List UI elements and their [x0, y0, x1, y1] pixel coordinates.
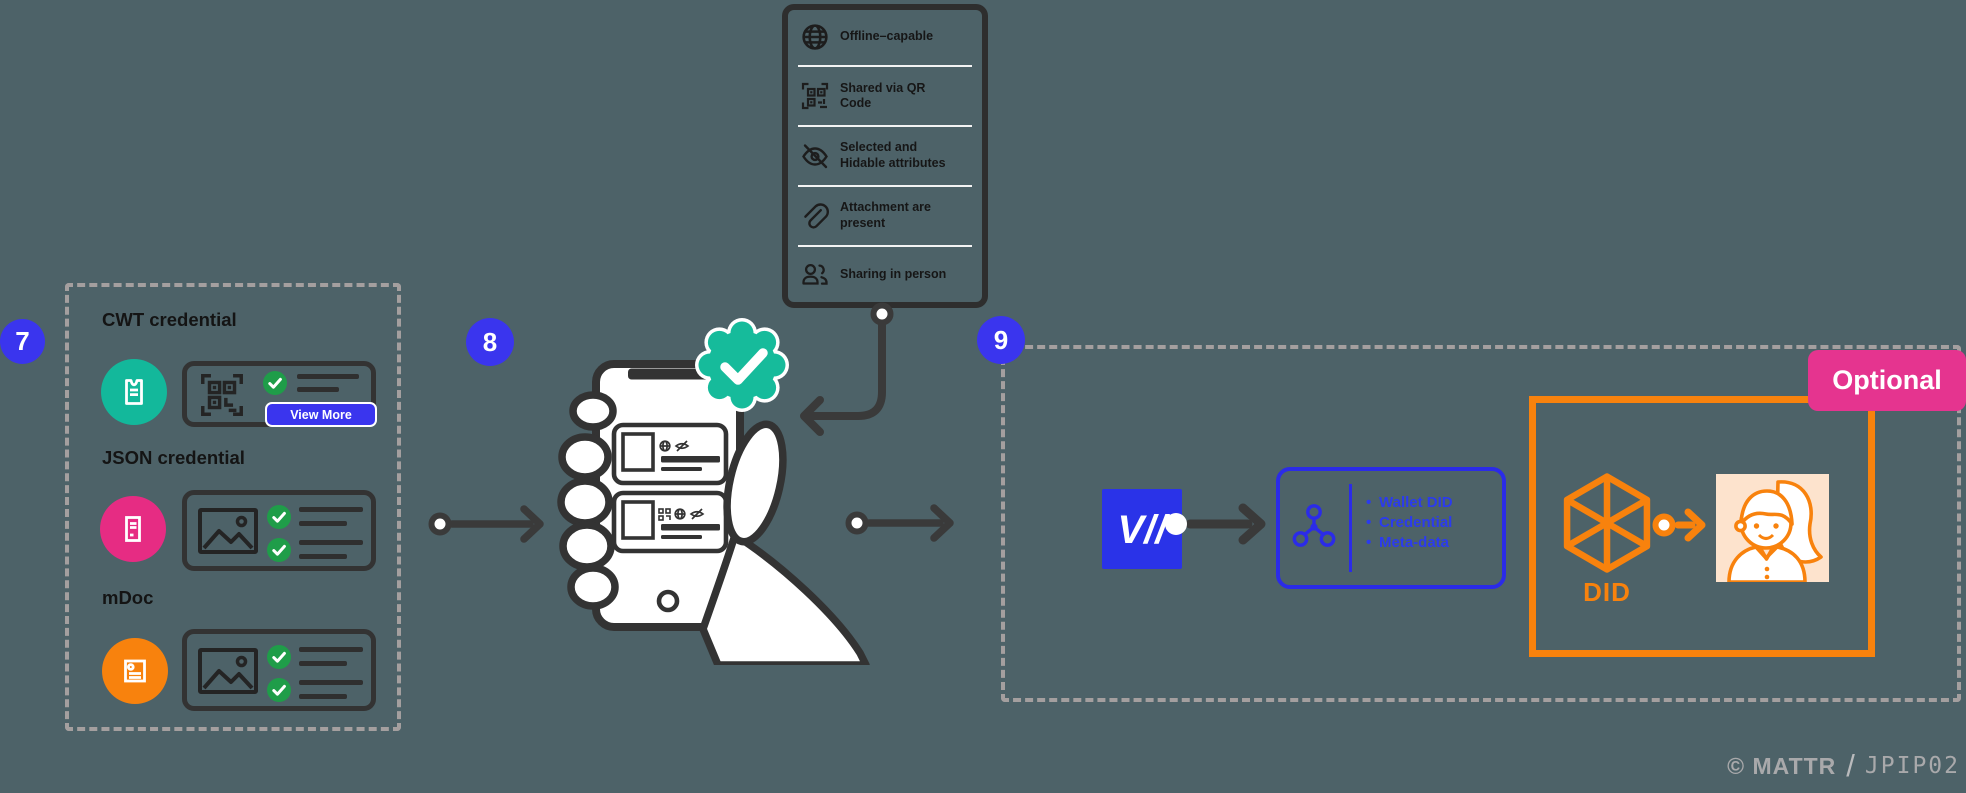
cwt-credential-title: CWT credential [102, 309, 237, 330]
check-circle-icon [267, 678, 291, 702]
feature-label: Attachment are present [840, 200, 931, 230]
feature-row-in-person: Sharing in person [788, 254, 982, 296]
feature-divider [798, 184, 972, 187]
step-9-number: 9 [977, 316, 1025, 364]
text-placeholder-line [299, 507, 363, 512]
step-9-panel: V// Wallet DID Credential Meta-data DID [1001, 345, 1966, 702]
wallet-did-box: Wallet DID Credential Meta-data [1276, 467, 1506, 589]
connector-dot [428, 512, 452, 536]
feature-divider [798, 65, 972, 68]
check-circle-icon [267, 645, 291, 669]
globe-icon [802, 24, 828, 50]
text-placeholder-line [297, 387, 339, 392]
optional-did-box [1529, 396, 1875, 657]
feature-row-attachment: Attachment are present [788, 194, 982, 237]
check-circle-icon [263, 371, 287, 395]
cwt-credential-badge [101, 359, 167, 425]
json-credential-card [182, 490, 376, 571]
brand-mark: © MATTR [1727, 752, 1837, 779]
wallet-list-item: Wallet DID [1366, 493, 1453, 513]
eye-slash-mini-icon [674, 440, 690, 452]
paperclip-icon [804, 203, 829, 229]
mdoc-badge [102, 638, 168, 704]
text-placeholder-line [297, 374, 359, 379]
optional-badge: Optional [1808, 350, 1966, 411]
qr-mini-icon [658, 508, 671, 521]
hand-fingers [557, 391, 619, 610]
right-arrowhead-icon [930, 504, 954, 542]
feature-divider [798, 244, 972, 247]
text-placeholder-line [299, 521, 347, 526]
document-icon [125, 516, 141, 542]
text-placeholder-line [299, 540, 363, 545]
mattr-wallet-logo-icon: V// [1118, 508, 1171, 552]
hand-thumb [723, 420, 787, 546]
feature-row-hidable: Selected and Hidable attributes [788, 134, 982, 177]
features-panel: Offline–capable Shared via QR Code Selec… [782, 4, 988, 308]
feature-label: Sharing in person [840, 267, 947, 282]
feature-label: Offline–capable [840, 29, 934, 44]
text-placeholder-line [299, 694, 347, 699]
footer-separator: / [1846, 748, 1855, 783]
globe-mini-icon [659, 440, 671, 452]
did-label: DID [1583, 577, 1631, 607]
mdoc-card [182, 629, 376, 711]
phone-screen-card-1 [611, 422, 729, 486]
vertical-divider [1349, 484, 1352, 572]
phone-in-hand-illustration [557, 318, 870, 665]
feature-label: Shared via QR Code [840, 80, 926, 111]
wallet-list-item: Credential [1366, 513, 1453, 533]
eye-slash-icon [802, 144, 828, 169]
mdoc-title: mDoc [102, 587, 154, 608]
footer-credit: © MATTR / JPIP02 [1727, 748, 1960, 784]
globe-mini-icon [674, 508, 686, 520]
feature-divider [798, 125, 972, 128]
feature-row-offline: Offline–capable [788, 16, 982, 58]
text-placeholder-line [299, 680, 363, 685]
connector-dot [870, 302, 894, 326]
step-7-panel: CWT credential View More JSON credential… [65, 283, 401, 731]
text-placeholder-line [299, 647, 363, 652]
qr-code-icon [801, 83, 829, 110]
phone-screen-card-2 [611, 490, 729, 554]
feature-row-qr: Shared via QR Code [788, 75, 982, 118]
network-nodes-icon [1292, 504, 1336, 547]
svg-text:V//: V// [1118, 508, 1171, 552]
check-circle-icon [267, 538, 291, 562]
feature-label: Selected and Hidable attributes [840, 140, 946, 170]
text-placeholder-line [299, 661, 347, 666]
json-credential-badge [100, 496, 166, 562]
person-avatar [1716, 474, 1829, 582]
view-more-button[interactable]: View More [265, 402, 377, 427]
step-8-number: 8 [466, 318, 514, 366]
phone-home-button [656, 589, 680, 613]
eye-slash-mini-icon [689, 508, 705, 520]
check-circle-icon [267, 505, 291, 529]
hand-palm [699, 531, 870, 665]
people-icon [802, 263, 828, 285]
ticket-icon [125, 379, 143, 405]
wallet-list-item: Meta-data [1366, 533, 1453, 553]
wallet-logo-square: V// [1102, 489, 1182, 569]
cwt-credential-card: View More [182, 361, 377, 427]
diagram-code: JPIP02 [1864, 753, 1960, 779]
qr-code-large-icon [201, 374, 243, 416]
verified-badge-icon [695, 318, 789, 412]
step-7-number: 7 [0, 319, 45, 364]
image-icon [198, 508, 258, 554]
id-card-icon [124, 659, 146, 683]
json-credential-title: JSON credential [102, 447, 245, 468]
text-placeholder-line [299, 554, 347, 559]
wallet-contents-list: Wallet DID Credential Meta-data [1366, 493, 1453, 553]
did-cube-icon [1563, 473, 1651, 573]
image-icon [198, 648, 258, 694]
